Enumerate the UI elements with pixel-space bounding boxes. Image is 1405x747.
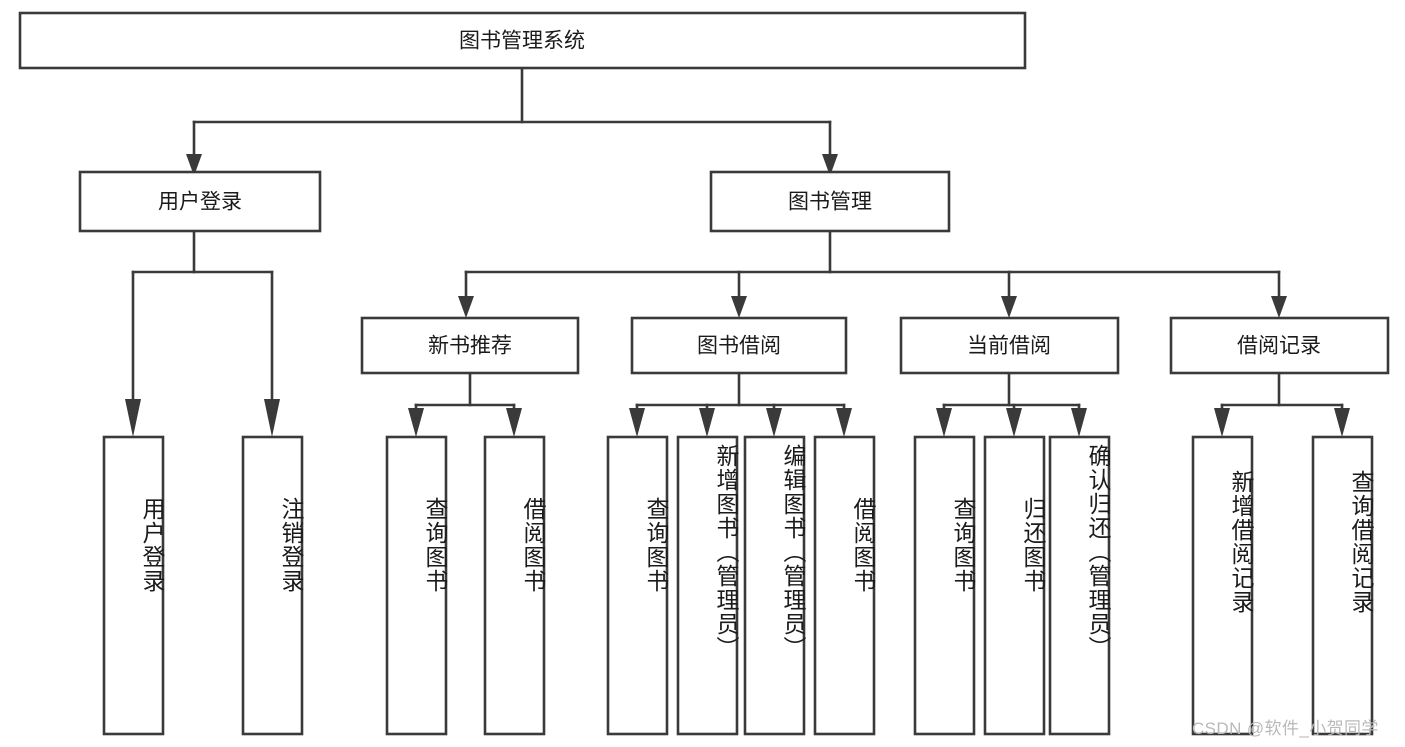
node-leaf-borrow-book-1[interactable]	[483, 435, 546, 736]
node-leaf-add-book[interactable]	[676, 435, 739, 736]
arrow-leaf-user-login	[125, 399, 141, 437]
arrow-leaf-query-book-2	[629, 408, 645, 437]
arrow-leaf-add-record	[1214, 408, 1230, 437]
node-leaf-return-book[interactable]	[983, 435, 1046, 736]
node-book-management[interactable]	[709, 170, 951, 233]
node-borrow-record[interactable]	[1169, 316, 1390, 375]
arrow-leaf-return-book	[1006, 408, 1022, 437]
node-leaf-logout-login[interactable]	[241, 435, 304, 736]
node-leaf-add-record[interactable]	[1191, 435, 1254, 736]
connectors-group	[125, 66, 1350, 437]
node-leaf-query-book-3[interactable]	[913, 435, 976, 736]
node-leaf-borrow-book-2[interactable]	[813, 435, 876, 736]
arrow-leaf-query-book-1	[408, 408, 424, 437]
arrow-leaf-logout-login	[264, 399, 280, 437]
label-new-book-recommend: 新书推荐	[428, 335, 512, 358]
arrow-leaf-confirm-return	[1071, 408, 1087, 437]
node-current-borrow[interactable]	[899, 316, 1120, 375]
node-new-book-recommend[interactable]	[360, 316, 580, 375]
arrow-to-book-management	[822, 154, 838, 176]
csdn-watermark: CSDN @软件_小贺同学	[1192, 719, 1379, 738]
label-book-borrow: 图书借阅	[697, 335, 781, 358]
node-leaf-user-login[interactable]	[102, 435, 165, 736]
node-leaf-confirm-return[interactable]	[1048, 435, 1111, 736]
arrow-book-borrow	[731, 296, 747, 318]
node-leaf-query-book-2[interactable]	[606, 435, 669, 736]
node-leaf-query-book-1[interactable]	[385, 435, 448, 736]
horizontal-labels-group: 图书管理系统 用户登录 图书管理 新书推荐 图书借阅 当前借阅 借阅记录	[158, 30, 1321, 358]
label-borrow-record: 借阅记录	[1237, 335, 1321, 358]
arrow-leaf-query-book-3	[936, 408, 952, 437]
label-book-management: 图书管理	[788, 191, 872, 214]
arrow-leaf-borrow-book-2	[836, 408, 852, 437]
node-root[interactable]	[18, 11, 1027, 70]
label-user-login: 用户登录	[158, 191, 242, 214]
arrow-leaf-add-book	[699, 408, 715, 437]
node-leaf-edit-book[interactable]	[743, 435, 806, 736]
label-current-borrow: 当前借阅	[967, 335, 1051, 358]
arrow-new-book-recommend	[458, 296, 474, 318]
arrow-to-user-login	[186, 154, 202, 176]
node-leaf-query-record[interactable]	[1311, 435, 1374, 736]
arrow-current-borrow	[1001, 296, 1017, 318]
arrow-leaf-query-record	[1334, 408, 1350, 437]
label-root: 图书管理系统	[459, 30, 585, 53]
arrow-leaf-borrow-book-1	[506, 408, 522, 437]
arrow-borrow-record	[1271, 296, 1287, 318]
node-book-borrow[interactable]	[630, 316, 848, 375]
node-user-login[interactable]	[78, 170, 322, 233]
node-boxes-group	[18, 11, 1390, 736]
arrow-leaf-edit-book	[766, 408, 782, 437]
